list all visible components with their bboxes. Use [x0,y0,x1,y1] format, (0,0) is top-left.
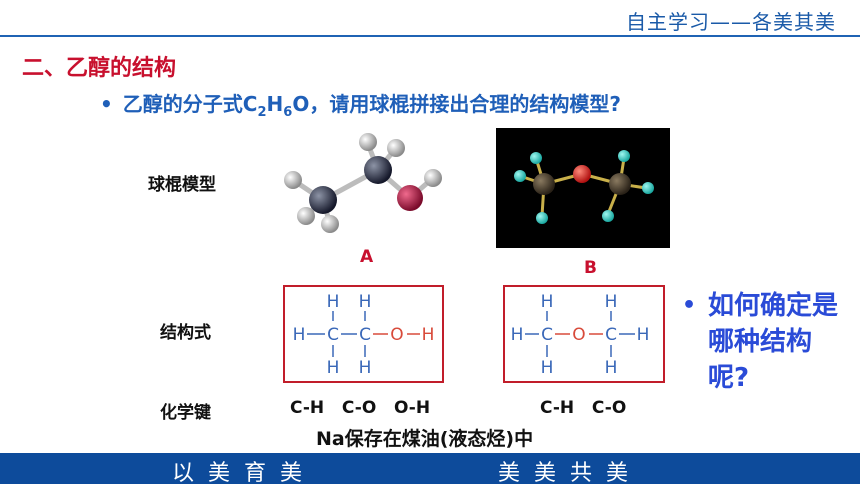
atom-o: O [390,325,403,345]
structural-formula-a: H H H C C O H H H [283,285,444,383]
bullet-icon: • [100,92,113,116]
footer-left-text: 以美育美 [172,461,317,486]
page-header-title: 自主学习——各美其美 [626,10,836,34]
ball-stick-model-b [496,128,670,248]
atom-o: O [572,325,585,345]
atom-c: C [359,325,371,345]
atom-h: H [327,292,340,312]
ball-stick-model-a [268,128,458,248]
atom-h: H [541,292,554,312]
ethanol-model-image [284,133,442,233]
atom-h: H [637,325,650,345]
atom-h: H [541,358,554,378]
atom-h: H [359,292,372,312]
ball-stick-label: 球棍模型 [148,175,216,195]
atom-c: C [327,325,339,345]
section-title: 二、乙醇的结构 [22,56,177,81]
model-b-tag: B [584,258,597,278]
question-text: •乙醇的分子式C2H6O，请用球棍拼接出合理的结构模型? [100,92,621,120]
atom-h: H [327,358,340,378]
atom-c: C [605,325,617,345]
atom-h: H [605,292,618,312]
atom-h: H [359,358,372,378]
atom-h: H [293,325,306,345]
model-a-tag: A [360,247,374,267]
atom-h: H [605,358,618,378]
bonds-b: C-H C-O [540,398,627,418]
note-text: Na保存在煤油(液态烃)中 [316,428,534,450]
footer-right-text: 美美共美 [498,461,643,486]
dimethyl-ether-model-image [514,150,654,224]
structural-formula-b: H H H C O C H H H [503,285,665,383]
bonds-a: C-H C-O O-H [290,398,431,418]
atom-c: C [541,325,553,345]
bond-label: 化学键 [160,403,211,423]
side-question: • 如何确定是哪种结构呢? [682,288,850,396]
header-divider [0,35,860,37]
footer-bar [0,453,860,484]
bullet-icon: • [682,293,697,318]
structure-label: 结构式 [160,323,211,343]
atom-h: H [511,325,524,345]
atom-h: H [422,325,435,345]
